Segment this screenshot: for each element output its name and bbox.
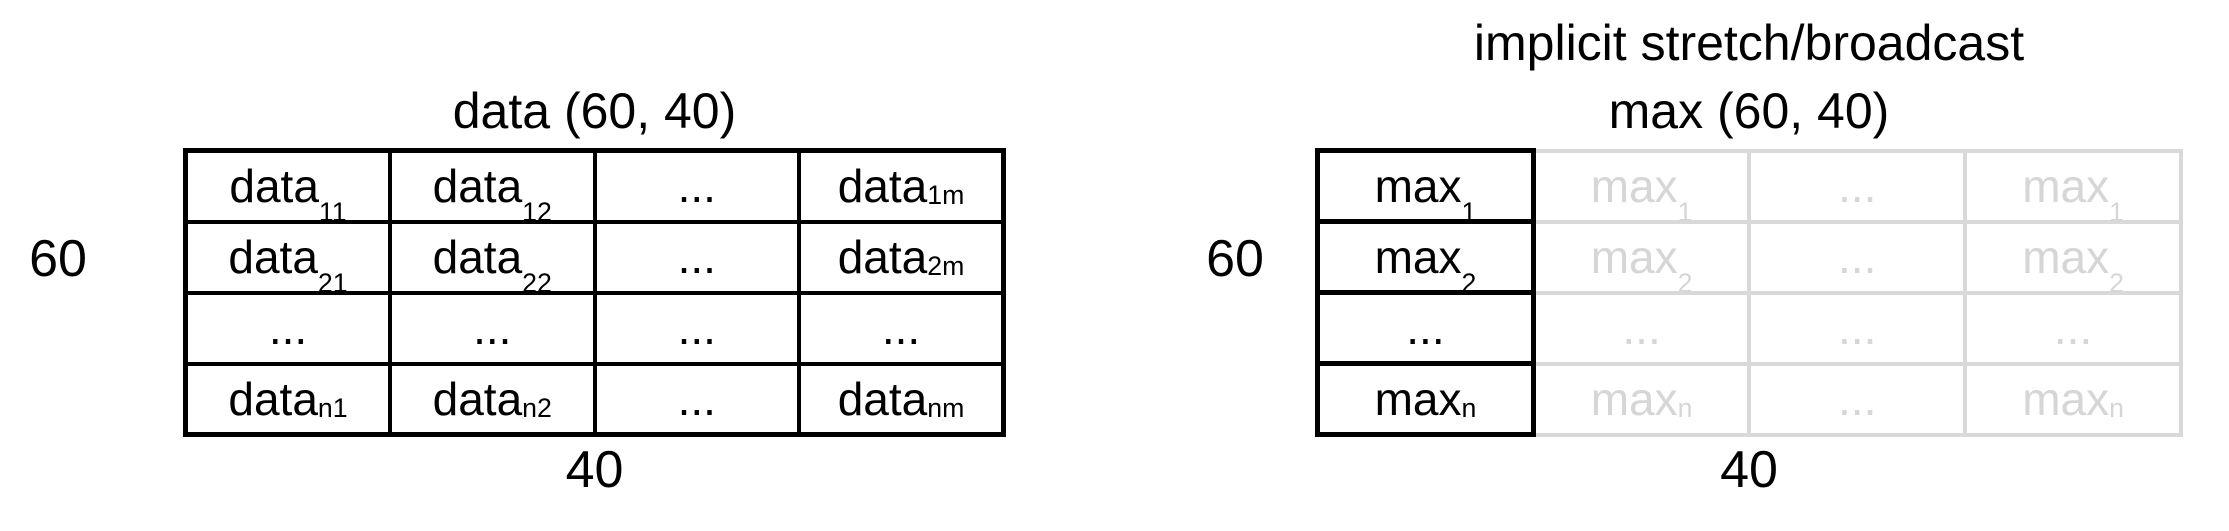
matrix-cell-text: data bbox=[228, 231, 318, 283]
matrix-cell-text: ... bbox=[677, 372, 716, 425]
matrix-cell: ... bbox=[183, 290, 392, 366]
max-row-dimension-label: 60 bbox=[1206, 230, 1264, 288]
matrix-cell: ... bbox=[592, 361, 801, 437]
matrix-cell: maxn bbox=[1531, 361, 1752, 437]
matrix-cell-subscript: 1m bbox=[927, 180, 965, 211]
matrix-cell-text: ... bbox=[881, 302, 921, 354]
matrix-cell-text: data bbox=[228, 372, 318, 425]
matrix-cell: ... bbox=[1531, 290, 1752, 366]
matrix-cell-text: ... bbox=[268, 302, 308, 354]
matrix-cell-text: max bbox=[1374, 373, 1462, 425]
matrix-cell: data21 bbox=[183, 219, 392, 297]
matrix-cell-text: ... bbox=[677, 231, 716, 283]
matrix-cell-text: max bbox=[2022, 231, 2110, 283]
matrix-cell: ... bbox=[592, 148, 801, 224]
matrix-cell-subscript: 1 bbox=[1461, 197, 1477, 228]
matrix-cell: max1 bbox=[1963, 148, 2183, 226]
matrix-cell-text: ... bbox=[1838, 160, 1877, 212]
matrix-cell-subscript: n1 bbox=[317, 392, 348, 423]
matrix-cell: ... bbox=[592, 219, 801, 295]
matrix-cell: data12 bbox=[388, 148, 597, 226]
matrix-cell-subscript: 22 bbox=[522, 268, 552, 299]
matrix-cell: max2 bbox=[1963, 219, 2183, 297]
matrix-cell: ... bbox=[1747, 361, 1968, 437]
matrix-cell: max2 bbox=[1315, 219, 1536, 297]
matrix-cell-subscript: 11 bbox=[318, 197, 347, 228]
matrix-cell: max1 bbox=[1315, 148, 1536, 226]
matrix-cell-text: ... bbox=[1406, 302, 1445, 354]
matrix-cell-text: data bbox=[837, 372, 928, 425]
matrix-cell-text: ... bbox=[473, 302, 512, 354]
matrix-cell-subscript: 21 bbox=[317, 268, 348, 299]
matrix-cell: maxn bbox=[1963, 361, 2183, 437]
max-array-title: max (60, 40) bbox=[1608, 83, 1890, 139]
broadcast-heading: implicit stretch/broadcast bbox=[1473, 15, 2025, 71]
matrix-cell: data11 bbox=[183, 148, 392, 226]
matrix-cell-text: max bbox=[1374, 160, 1462, 212]
matrix-cell-subscript: 2 bbox=[1461, 268, 1477, 299]
matrix-cell-text: data bbox=[229, 160, 319, 213]
max-col-dimension-label: 40 bbox=[1720, 441, 1778, 499]
data-array-title: data (60, 40) bbox=[452, 83, 737, 139]
matrix-cell: ... bbox=[1747, 148, 1968, 224]
matrix-cell-text: ... bbox=[1838, 231, 1877, 283]
data-col-dimension-label: 40 bbox=[565, 441, 624, 499]
matrix-cell-text: max bbox=[1590, 373, 1678, 425]
matrix-cell-subscript: n bbox=[2109, 393, 2124, 424]
matrix-cell-subscript: nm bbox=[927, 392, 965, 423]
matrix-cell: ... bbox=[1747, 219, 1968, 295]
matrix-cell: ... bbox=[797, 290, 1006, 366]
matrix-cell: datan2 bbox=[388, 361, 597, 437]
matrix-cell-subscript: 12 bbox=[522, 197, 552, 228]
matrix-cell-subscript: 1 bbox=[1677, 197, 1693, 228]
matrix-cell-subscript: 2 bbox=[1677, 268, 1693, 299]
matrix-cell: max2 bbox=[1531, 219, 1752, 297]
matrix-cell-text: max bbox=[1374, 231, 1462, 283]
matrix-cell: ... bbox=[1747, 290, 1968, 366]
matrix-cell-text: ... bbox=[1622, 302, 1661, 354]
matrix-cell-text: max bbox=[1590, 160, 1678, 212]
matrix-cell-text: data bbox=[432, 160, 523, 213]
matrix-cell-text: ... bbox=[677, 302, 716, 354]
matrix-cell-text: ... bbox=[1838, 302, 1877, 354]
matrix-cell: ... bbox=[592, 290, 801, 366]
matrix-cell-text: max bbox=[2022, 373, 2110, 425]
matrix-cell-text: ... bbox=[677, 160, 716, 213]
matrix-cell-text: max bbox=[2022, 160, 2110, 212]
matrix-cell-subscript: 1 bbox=[2109, 197, 2124, 228]
matrix-cell: maxn bbox=[1315, 361, 1536, 437]
matrix-cell: data2m bbox=[797, 219, 1006, 295]
matrix-cell: ... bbox=[1315, 290, 1536, 366]
matrix-cell: data22 bbox=[388, 219, 597, 297]
matrix-cell-subscript: n bbox=[1677, 393, 1693, 424]
matrix-cell-subscript: n bbox=[1461, 393, 1477, 424]
matrix-cell-text: data bbox=[432, 372, 523, 425]
matrix-cell: datanm bbox=[797, 361, 1006, 437]
matrix-cell-text: data bbox=[837, 160, 928, 213]
matrix-cell: ... bbox=[388, 290, 597, 366]
matrix-cell: data1m bbox=[797, 148, 1006, 224]
matrix-cell-subscript: n2 bbox=[522, 392, 552, 423]
matrix-cell-subscript: 2 bbox=[2109, 268, 2124, 299]
matrix-cell: datan1 bbox=[183, 361, 392, 437]
matrix-cell-text: data bbox=[432, 231, 523, 283]
matrix-cell: max1 bbox=[1531, 148, 1752, 226]
data-row-dimension-label: 60 bbox=[29, 230, 87, 288]
matrix-cell-subscript: 2m bbox=[927, 251, 965, 282]
matrix-cell-text: max bbox=[1590, 231, 1678, 283]
matrix-cell: ... bbox=[1963, 290, 2183, 366]
matrix-cell-text: ... bbox=[2053, 302, 2093, 354]
matrix-cell-text: ... bbox=[1838, 373, 1877, 425]
matrix-cell-text: data bbox=[837, 231, 928, 283]
